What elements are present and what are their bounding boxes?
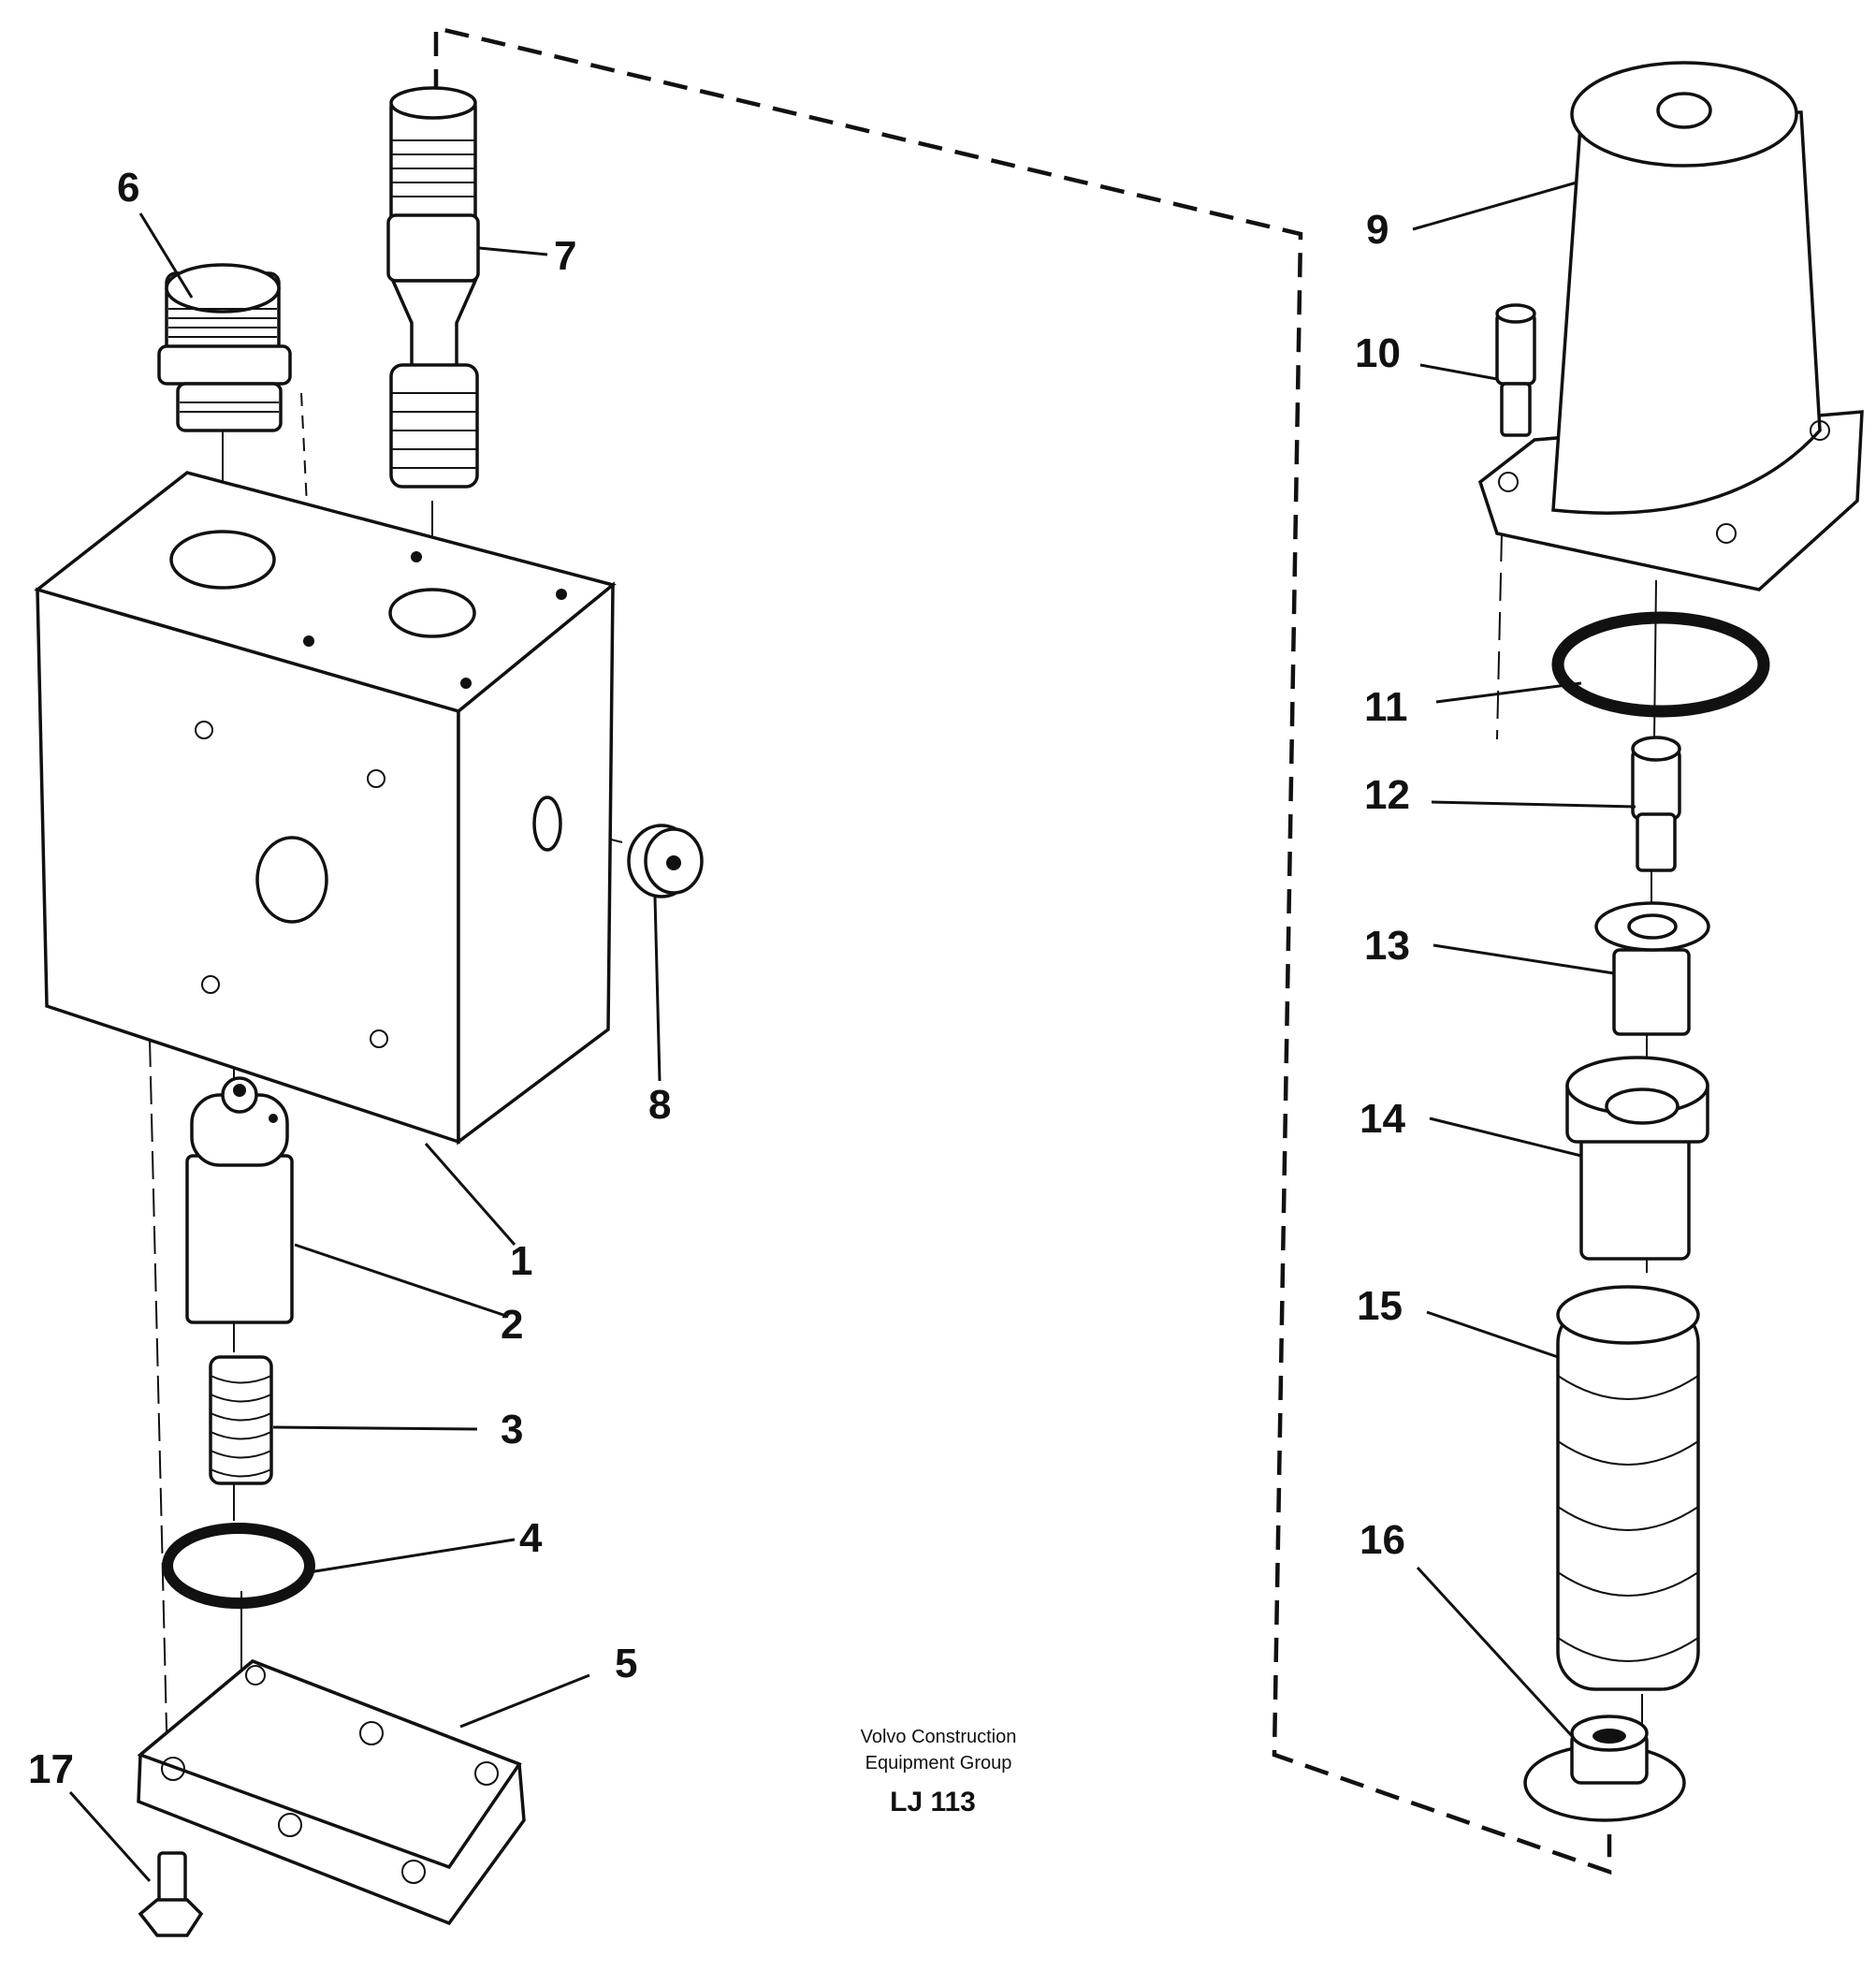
callout-14: 14 bbox=[1360, 1096, 1405, 1142]
credit-line-2: Equipment Group bbox=[865, 1753, 1012, 1773]
callout-13: 13 bbox=[1364, 923, 1410, 969]
callout-labels: 1 2 3 4 5 6 7 8 9 10 11 12 13 14 15 16 1… bbox=[28, 165, 1410, 1792]
sleeve bbox=[1594, 901, 1710, 1036]
cover-plate bbox=[137, 1658, 526, 1926]
callout-15: 15 bbox=[1357, 1283, 1403, 1329]
callout-2: 2 bbox=[501, 1302, 523, 1348]
housing bbox=[1477, 61, 1864, 591]
leader-lines bbox=[68, 181, 1636, 1883]
callout-1: 1 bbox=[510, 1238, 532, 1284]
callout-12: 12 bbox=[1364, 772, 1410, 818]
valve-block bbox=[34, 471, 617, 1146]
callout-16: 16 bbox=[1360, 1517, 1405, 1563]
callout-6: 6 bbox=[117, 165, 139, 211]
callout-4: 4 bbox=[519, 1515, 543, 1561]
spring-large bbox=[1556, 1285, 1700, 1691]
spring-seat bbox=[1565, 1056, 1709, 1261]
assembly-dashed-line bbox=[433, 25, 1612, 1876]
o-ring-large bbox=[1551, 611, 1770, 718]
valve-cartridge bbox=[185, 1076, 294, 1324]
callout-11: 11 bbox=[1364, 684, 1408, 730]
callout-10: 10 bbox=[1355, 330, 1401, 376]
callout-5: 5 bbox=[615, 1641, 637, 1686]
plug bbox=[627, 824, 704, 898]
screw-middle bbox=[1631, 736, 1681, 872]
callout-9: 9 bbox=[1366, 207, 1389, 253]
o-ring-small bbox=[162, 1523, 315, 1609]
adaptor bbox=[386, 86, 480, 489]
callout-7: 7 bbox=[554, 233, 576, 279]
callout-17: 17 bbox=[28, 1746, 74, 1792]
screw-bottom bbox=[138, 1851, 204, 1937]
spring bbox=[209, 1355, 273, 1485]
fitting bbox=[157, 263, 292, 432]
credit-line-1: Volvo Construction bbox=[861, 1727, 1017, 1747]
credit-block: Volvo Construction Equipment Group LJ 11… bbox=[861, 1727, 1017, 1817]
spring-cup bbox=[1523, 1715, 1686, 1822]
callout-3: 3 bbox=[501, 1407, 523, 1452]
callout-8: 8 bbox=[648, 1082, 671, 1128]
drawing-code: LJ 113 bbox=[890, 1787, 976, 1817]
screw-top bbox=[1495, 303, 1536, 437]
